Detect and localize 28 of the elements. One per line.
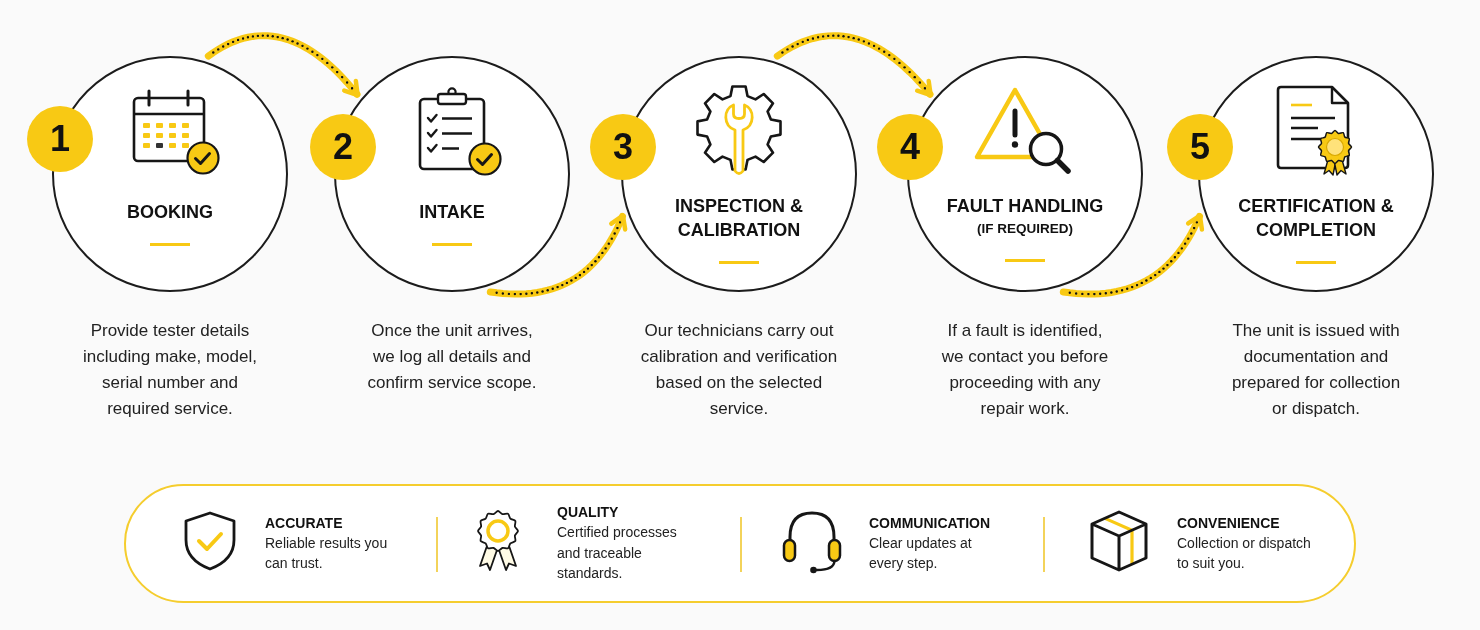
step-description: Provide tester details including make, model, serial number and required service. — [82, 320, 258, 420]
feature-heading: CONVENIENCE — [1177, 513, 1281, 533]
step-subtitle: (IF REQUIRED) — [977, 220, 1073, 238]
feature-description: Reliable results you can trust. — [265, 533, 389, 573]
step-number-badge: 1 — [27, 106, 93, 172]
feature-description: Collection or dispatch to suit you. — [1177, 533, 1312, 573]
step-title: CERTIFICATION & COMPLETION — [1237, 195, 1395, 242]
step-number-badge: 3 — [590, 114, 656, 180]
step-number-badge: 4 — [877, 114, 943, 180]
step-title: FAULT HANDLING — [946, 195, 1104, 218]
step-description: Our technicians carry out calibration and verification based on the selected service. — [639, 320, 839, 420]
step-number-badge: 5 — [1167, 114, 1233, 180]
feature-heading: ACCURATE — [265, 513, 344, 533]
feature-description: Certified processes and traceable standards. — [557, 523, 678, 584]
feature-heading: QUALITY — [557, 503, 620, 523]
step-description: Once the unit arrives, we log all details and confirm service scope. — [366, 320, 538, 394]
step-title: INTAKE — [419, 201, 485, 224]
feature-heading: COMMUNICATION — [869, 513, 991, 533]
curved-arrow — [204, 32, 361, 98]
feature-description: Clear updates at every step. — [869, 533, 973, 573]
step-title: INSPECTION & CALIBRATION — [674, 195, 804, 242]
step-description: If a fault is identified, we contact you before proceeding with any repair work. — [940, 320, 1110, 420]
curved-arrow — [486, 212, 628, 298]
step-description: The unit is issued with documentation and prepared for collection or dispatch. — [1230, 320, 1402, 420]
curved-arrow — [1059, 212, 1205, 298]
curved-arrow — [773, 32, 934, 98]
step-title: BOOKING — [127, 201, 213, 224]
step-number-badge: 2 — [310, 114, 376, 180]
